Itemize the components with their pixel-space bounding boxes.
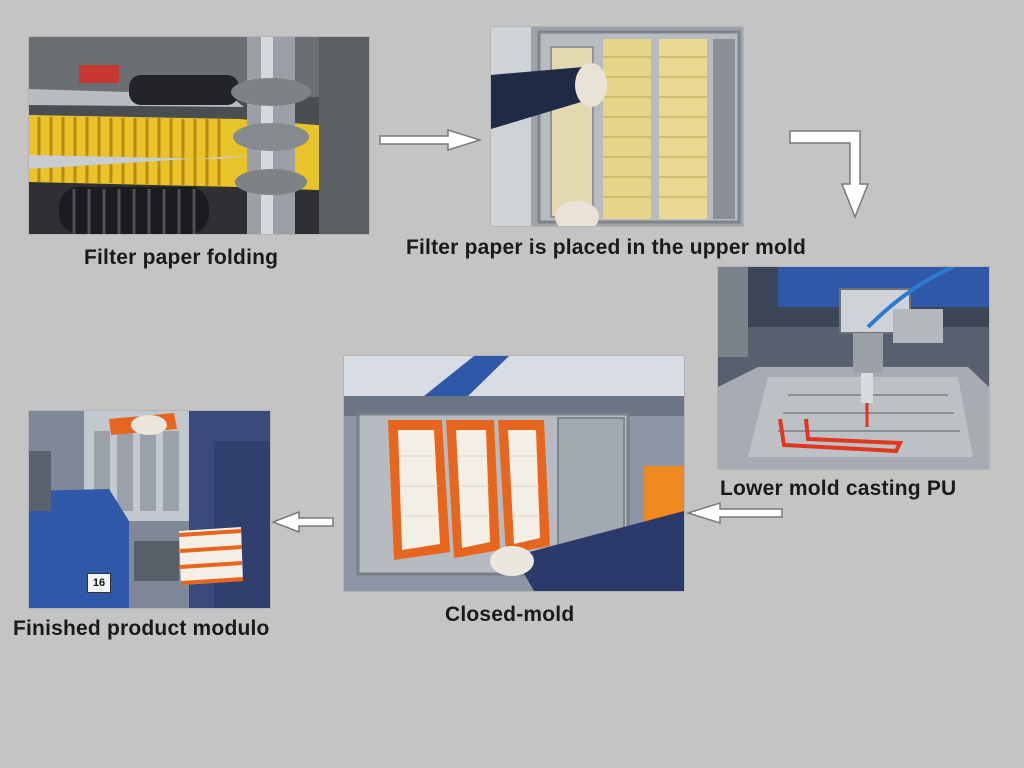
caption-lower-mold-casting: Lower mold casting PU (720, 477, 957, 500)
arrow-right-down-icon (788, 128, 872, 220)
arrow-right-icon (378, 128, 482, 152)
caption-filter-paper-folding: Filter paper folding (84, 246, 279, 269)
caption-closed-mold: Closed-mold (445, 603, 575, 626)
photo-filter-paper-folding (29, 37, 369, 234)
caption-finished-product: Finished product modulo (13, 617, 270, 640)
photo-closed-mold (344, 356, 684, 591)
arrow-left-icon (271, 510, 335, 534)
caption-upper-mold: Filter paper is placed in the upper mold (406, 236, 807, 259)
photo-lower-mold-casting (718, 267, 989, 469)
arrow-left-icon (686, 501, 784, 525)
machine-tag: 16 (87, 573, 111, 593)
photo-finished-product: 16 (29, 411, 270, 608)
photo-upper-mold (491, 27, 743, 226)
